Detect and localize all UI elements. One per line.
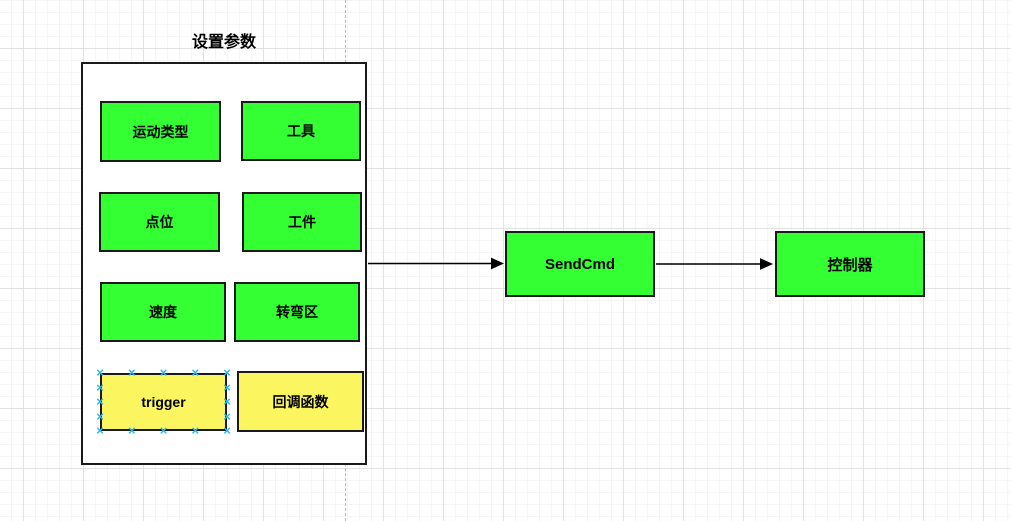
node-label: 点位 <box>145 214 174 230</box>
node-label: 转弯区 <box>276 304 318 320</box>
connection-point-icon[interactable]: × <box>159 364 168 380</box>
connection-point-icon[interactable]: × <box>127 364 136 380</box>
connection-point-icon[interactable]: × <box>96 422 104 438</box>
diagram-title: 设置参数 <box>191 34 256 51</box>
connection-point-icon[interactable]: × <box>96 379 104 395</box>
node-turning-zone[interactable]: 转弯区 <box>234 282 360 342</box>
connection-point-icon[interactable]: × <box>223 379 231 395</box>
node-point-position[interactable]: 点位 <box>99 192 220 252</box>
connection-point-icon[interactable]: × <box>96 364 104 380</box>
node-callback-function[interactable]: 回调函数 <box>237 371 364 432</box>
connection-point-icon[interactable]: × <box>159 422 168 438</box>
connection-point-icon[interactable]: × <box>223 408 231 424</box>
node-label: trigger <box>141 394 186 410</box>
node-label: 工具 <box>287 123 315 139</box>
arrow-sendcmd-to-controller[interactable] <box>656 258 773 270</box>
node-label: 运动类型 <box>132 123 189 140</box>
connection-point-icon[interactable]: × <box>191 422 200 438</box>
node-speed[interactable]: 速度 <box>100 282 226 342</box>
arrow-container-to-sendcmd[interactable] <box>368 257 504 270</box>
node-label: 回调函数 <box>272 393 329 410</box>
node-label: SendCmd <box>544 255 615 273</box>
connection-point-icon[interactable]: × <box>223 364 231 380</box>
connection-point-icon[interactable]: × <box>96 408 104 424</box>
node-workpiece[interactable]: 工件 <box>242 192 362 252</box>
node-label: 工件 <box>288 214 316 230</box>
node-tool[interactable]: 工具 <box>241 101 361 161</box>
connection-point-icon[interactable]: × <box>96 393 104 409</box>
connection-point-icon[interactable]: × <box>191 364 200 380</box>
node-label: 控制器 <box>827 256 873 274</box>
connection-point-icon[interactable]: × <box>127 422 136 438</box>
connection-point-icon[interactable]: × <box>223 422 231 438</box>
connection-point-icon[interactable]: × <box>223 393 231 409</box>
node-trigger[interactable]: trigger <box>100 373 227 431</box>
node-motion-type[interactable]: 运动类型 <box>100 101 221 162</box>
trigger-selection-overlay: × × × × × × × × × × × × × × × × <box>96 366 231 437</box>
node-sendcmd[interactable]: SendCmd <box>505 231 655 297</box>
node-label: 速度 <box>149 304 177 320</box>
node-controller[interactable]: 控制器 <box>775 231 925 297</box>
